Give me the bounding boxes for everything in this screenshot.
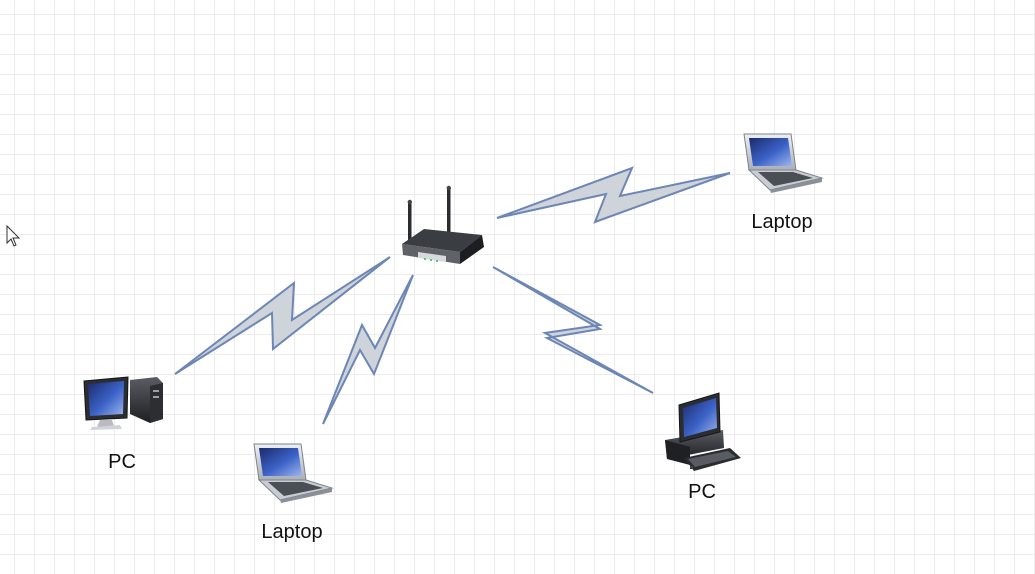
wireless-link-pc-bottom-right[interactable] xyxy=(492,266,654,394)
laptop-icon[interactable] xyxy=(253,443,334,503)
workstation-pc-icon[interactable] xyxy=(665,392,741,471)
laptop-top-right-label: Laptop xyxy=(751,211,813,233)
wireless-link-laptop-top-right[interactable] xyxy=(496,166,731,224)
laptop-bottom-label: Laptop xyxy=(261,521,323,543)
mouse-pointer-icon xyxy=(6,224,21,247)
wireless-link-pc-left[interactable] xyxy=(174,256,391,375)
pc-bottom-right-label: PC xyxy=(688,481,716,503)
pc-left-label: PC xyxy=(108,451,136,473)
wireless-link-laptop-bottom[interactable] xyxy=(322,274,414,425)
wireless-router-icon[interactable] xyxy=(402,185,484,264)
desktop-pc-icon[interactable] xyxy=(83,376,163,430)
laptop-icon[interactable] xyxy=(743,133,824,193)
